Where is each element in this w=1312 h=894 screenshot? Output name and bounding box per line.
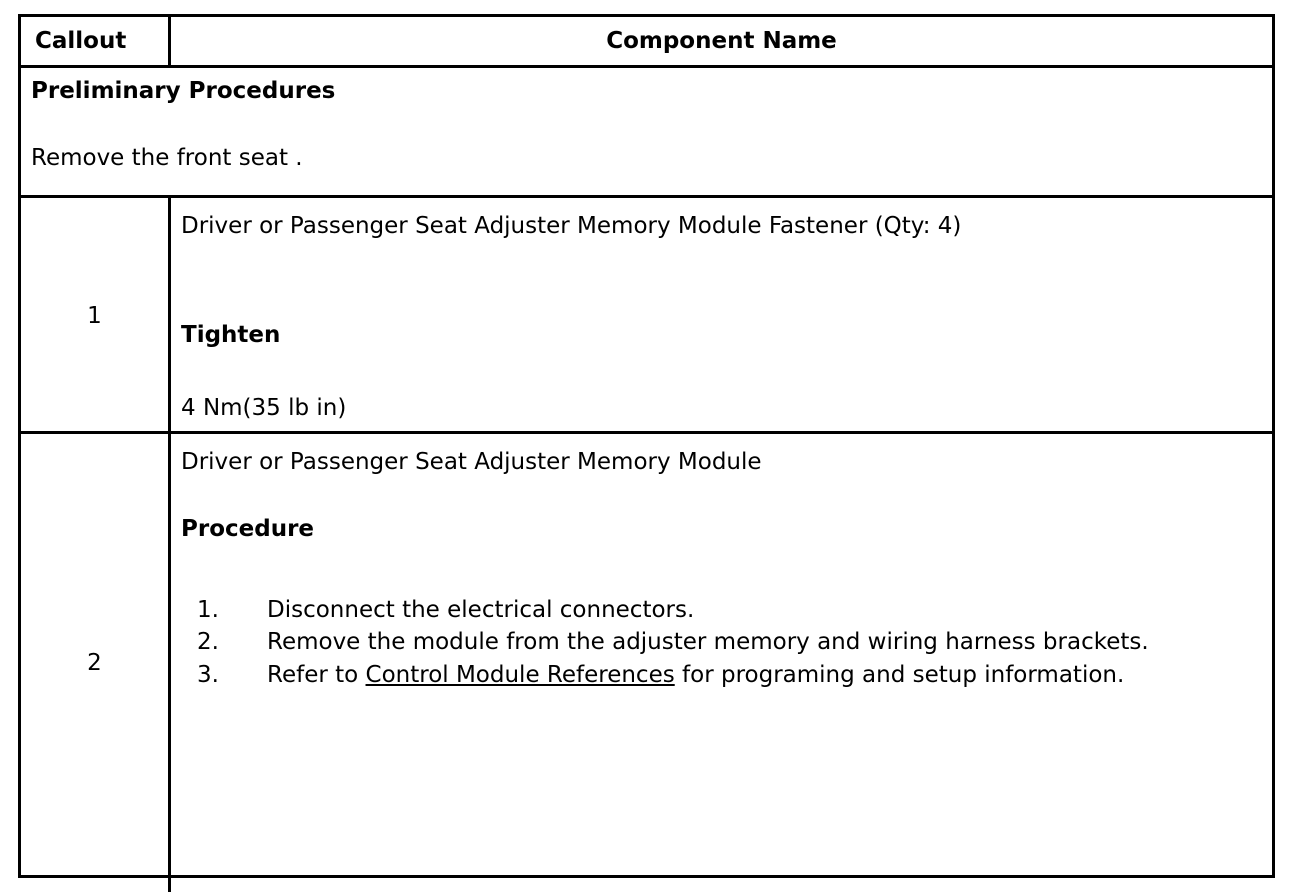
callout-number: 1 <box>87 303 102 329</box>
step-number: 1. <box>197 596 219 623</box>
step-text-prefix: Refer to <box>267 662 366 689</box>
step-text: Disconnect the electrical connectors. <box>267 596 695 623</box>
row-column-divider <box>168 434 171 892</box>
row-column-divider <box>168 198 171 434</box>
spacer <box>181 241 1258 321</box>
table-row: 2 Driver or Passenger Seat Adjuster Memo… <box>21 434 1272 892</box>
preliminary-procedures-row: Preliminary Procedures Remove the front … <box>21 68 1272 195</box>
component-description-cell: Driver or Passenger Seat Adjuster Memory… <box>171 198 1272 434</box>
component-name: Driver or Passenger Seat Adjuster Memory… <box>181 213 962 239</box>
list-item: 1. Disconnect the electrical connectors. <box>181 596 1258 625</box>
header-column-divider <box>168 17 171 65</box>
spacer <box>181 544 1258 596</box>
step-number: 2. <box>197 629 219 656</box>
preliminary-procedures-text: Remove the front seat . <box>31 144 303 171</box>
column-header-callout: Callout <box>35 28 127 54</box>
step-number: 3. <box>197 662 219 689</box>
control-module-references-link[interactable]: Control Module References <box>365 662 675 689</box>
component-name: Driver or Passenger Seat Adjuster Memory… <box>181 449 762 475</box>
service-procedure-table: Callout Component Name Preliminary Proce… <box>18 14 1275 892</box>
table-header-row: Callout Component Name <box>21 17 1272 65</box>
procedure-step-list: 1. Disconnect the electrical connectors.… <box>181 596 1258 691</box>
spacer <box>181 350 1258 394</box>
header-bottom-rule <box>18 65 1275 68</box>
step-text: Remove the module from the adjuster memo… <box>267 629 1149 656</box>
row-1-bottom-rule <box>18 431 1275 434</box>
procedure-label: Procedure <box>181 515 315 542</box>
list-item: 2. Remove the module from the adjuster m… <box>181 628 1258 657</box>
torque-value: 4 Nm(35 lb in) <box>181 394 347 421</box>
callout-number: 2 <box>87 650 102 676</box>
preliminary-procedures-title: Preliminary Procedures <box>31 78 336 104</box>
preliminary-bottom-rule <box>18 195 1275 198</box>
spacer <box>181 477 1258 515</box>
component-description-cell: Driver or Passenger Seat Adjuster Memory… <box>171 434 1272 892</box>
step-text-suffix: for programing and setup information. <box>674 662 1125 689</box>
tighten-label: Tighten <box>181 321 281 348</box>
column-header-component-name: Component Name <box>606 28 837 54</box>
list-item: 3. Refer to Control Module References fo… <box>181 661 1258 690</box>
table-row: 1 Driver or Passenger Seat Adjuster Memo… <box>21 198 1272 434</box>
